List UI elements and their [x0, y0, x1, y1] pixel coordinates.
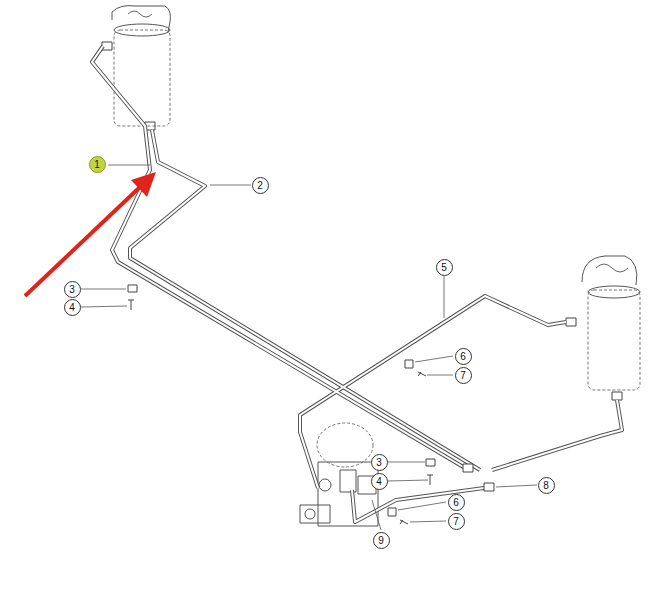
callout-number: 4 — [64, 299, 81, 316]
callout-number: 8 — [538, 477, 555, 494]
callout-number: 3 — [371, 454, 388, 471]
callout-number: 9 — [373, 532, 390, 549]
callout-number: 1 — [89, 156, 106, 173]
callout-number: 4 — [371, 473, 388, 490]
callout-number: 7 — [448, 513, 465, 530]
callout-number: 6 — [455, 348, 472, 365]
callout-number: 2 — [252, 177, 269, 194]
callout-number: 6 — [448, 494, 465, 511]
callout-number: 7 — [455, 367, 472, 384]
callout-number: 3 — [64, 281, 81, 298]
callout-number: 5 — [436, 259, 453, 276]
